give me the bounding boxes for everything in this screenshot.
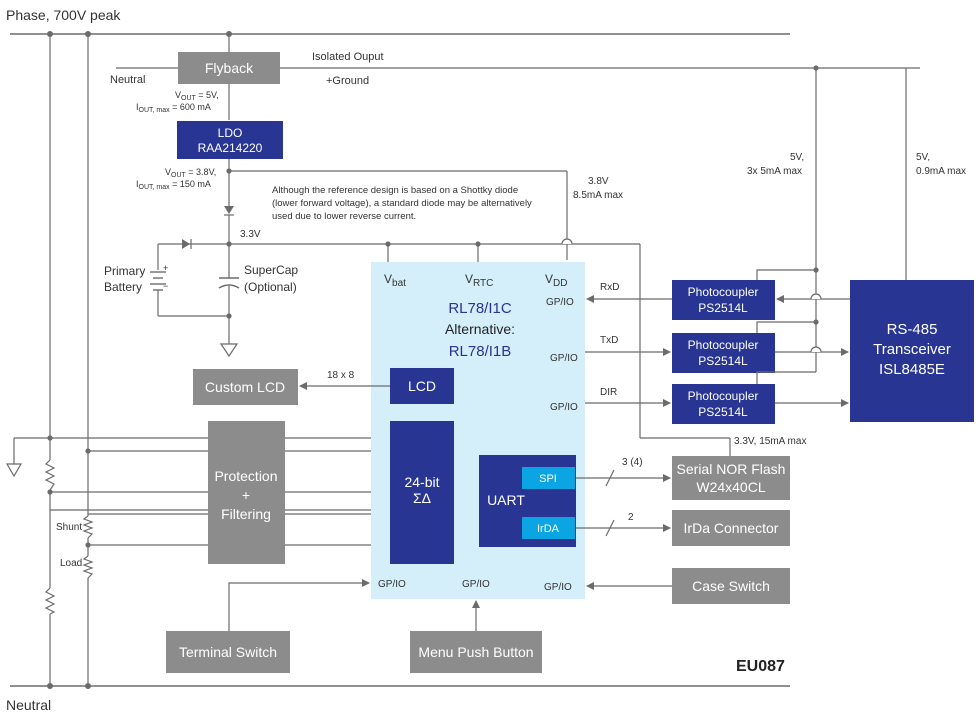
lcd-bus-label: 18 x 8 xyxy=(327,370,355,381)
menu-push-button-block xyxy=(410,631,542,673)
case-switch-label: Case Switch xyxy=(692,578,770,594)
uart-label: UART xyxy=(487,492,525,508)
spi-bus-label: 3 (4) xyxy=(622,457,643,468)
irda-connector-block xyxy=(672,510,790,546)
phase-label: Phase, 700V peak xyxy=(6,7,121,23)
lcd-driver-block xyxy=(390,368,454,404)
svg-text:Photocoupler: Photocoupler xyxy=(688,285,759,299)
note-line-1: Although the reference design is based o… xyxy=(272,185,518,196)
ldo-block xyxy=(177,121,283,159)
protection-label-1: Protection xyxy=(214,468,277,484)
primary-battery-label-2: Battery xyxy=(104,280,142,294)
custom-lcd-block xyxy=(193,369,298,405)
load-label: Load xyxy=(60,558,82,569)
terminal-switch-label: Terminal Switch xyxy=(179,644,277,660)
adc-label-1: 24-bit xyxy=(404,474,439,490)
rs485-block xyxy=(850,280,974,422)
v38-label: 3.8V xyxy=(588,176,609,187)
p5v-a2-label: 3x 5mA max xyxy=(747,166,802,177)
mcu-gpio-mid: GP/IO xyxy=(462,579,490,590)
case-switch-block xyxy=(672,568,790,604)
v38-current-label: 8.5mA max xyxy=(573,190,623,201)
protection-block xyxy=(208,421,285,564)
svg-text:PS2514L: PS2514L xyxy=(698,301,748,315)
flyback-block xyxy=(178,52,280,84)
protection-label-2: + xyxy=(242,487,250,503)
shunt-label: Shunt xyxy=(56,522,82,533)
rs485-label-2: Transceiver xyxy=(873,341,951,358)
mcu-gpio-left: GP/IO xyxy=(378,579,406,590)
nor-flash-block xyxy=(672,456,790,500)
note-line-3: used due to lower reverse current. xyxy=(272,211,416,222)
svg-text:Photocoupler: Photocoupler xyxy=(688,389,759,403)
svg-text:−: − xyxy=(163,281,168,291)
supercap-label-2: (Optional) xyxy=(244,280,297,294)
adc-label-2: ΣΔ xyxy=(413,490,431,506)
menu-push-button-label: Menu Push Button xyxy=(418,644,533,660)
irda-block xyxy=(522,517,575,539)
photocoupler-dir-block xyxy=(672,384,775,424)
ground-label: +Ground xyxy=(326,75,369,87)
vout-5v-label: VOUT = 5V, xyxy=(175,90,219,102)
mcu-gpio-rx: GP/IO xyxy=(546,297,574,308)
spi-label: SPI xyxy=(539,473,557,485)
dir-label: DIR xyxy=(600,387,617,398)
v33-label: 3.3V xyxy=(240,229,261,240)
terminal-switch-block xyxy=(166,631,290,673)
mcu-name-alt: RL78/I1B xyxy=(449,343,512,360)
mcu-gpio-case: GP/IO xyxy=(544,582,572,593)
ldo-part-label: RAA214220 xyxy=(198,141,263,155)
vout-38-label: VOUT = 3.8V, xyxy=(165,167,216,179)
mcu-gpio-tx: GP/IO xyxy=(550,353,578,364)
svg-text:PS2514L: PS2514L xyxy=(698,405,748,419)
p5v-b-label: 5V, xyxy=(916,152,930,163)
mcu-alternative: Alternative: xyxy=(445,321,515,337)
adc-block xyxy=(390,421,454,564)
photocoupler-rx-block xyxy=(672,280,775,320)
irda-bus-label: 2 xyxy=(628,512,634,523)
lcd-driver-label: LCD xyxy=(408,378,436,394)
rs485-label-3: ISL8485E xyxy=(879,361,945,378)
nor-flash-label-1: Serial NOR Flash xyxy=(677,461,786,477)
iout-600-label: IOUT, max = 600 mA xyxy=(136,102,211,114)
mcu-vbat: Vbat xyxy=(384,272,406,289)
flash-power-label: 3.3V, 15mA max xyxy=(734,436,806,447)
protection-label-3: Filtering xyxy=(221,506,271,522)
mcu-vdd: VDD xyxy=(545,272,567,289)
svg-text:PS2514L: PS2514L xyxy=(698,354,748,368)
nor-flash-label-2: W24x40CL xyxy=(696,479,765,495)
svg-text:Photocoupler: Photocoupler xyxy=(688,338,759,352)
spi-block xyxy=(522,467,575,489)
iout-150-label: IOUT, max = 150 mA xyxy=(136,179,211,191)
p5v-a-label: 5V, xyxy=(790,152,804,163)
rs485-label-1: RS-485 xyxy=(887,321,938,338)
supercap-label-1: SuperCap xyxy=(244,263,298,277)
mcu-gpio-dir: GP/IO xyxy=(550,402,578,413)
mcu-vrtc: VRTC xyxy=(465,272,493,289)
ldo-label: LDO xyxy=(218,126,243,140)
flyback-label: Flyback xyxy=(205,60,254,76)
irda-connector-label: IrDa Connector xyxy=(684,520,779,536)
p5v-b2-label: 0.9mA max xyxy=(916,166,966,177)
svg-text:+: + xyxy=(163,263,168,273)
note-line-2: (lower forward voltage), a standard diod… xyxy=(272,198,532,209)
txd-label: TxD xyxy=(600,335,618,346)
irda-label: IrDA xyxy=(537,523,560,535)
primary-battery-label-1: Primary xyxy=(104,264,145,278)
neutral-left-label: Neutral xyxy=(110,74,145,86)
neutral-bottom-label: Neutral xyxy=(6,697,51,713)
mcu-name: RL78/I1C xyxy=(448,300,512,317)
photocoupler-tx-block xyxy=(672,333,775,373)
custom-lcd-label: Custom LCD xyxy=(205,379,285,395)
isolated-output-label: Isolated Ouput xyxy=(312,51,384,63)
rxd-label: RxD xyxy=(600,282,619,293)
design-id: EU087 xyxy=(736,658,785,675)
